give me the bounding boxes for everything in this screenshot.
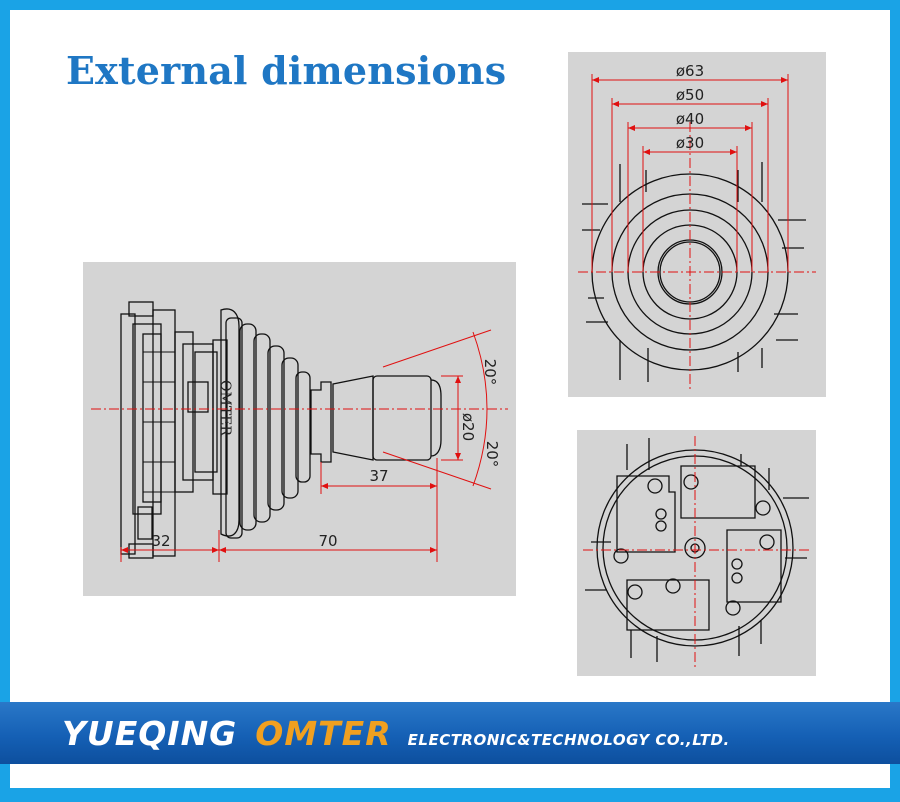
dim-70: 70 — [318, 532, 337, 550]
bottom-view-drawing — [583, 436, 809, 670]
side-view-panel: OMTER — [83, 262, 516, 596]
company-banner: YUEQING OMTER ELECTRONIC&TECHNOLOGY CO.,… — [0, 702, 900, 764]
banner-text: YUEQING OMTER ELECTRONIC&TECHNOLOGY CO.,… — [62, 714, 730, 754]
dim-32: 32 — [151, 532, 170, 550]
top-view-panel: ø63 ø50 ø40 ø30 — [568, 52, 826, 397]
dim-d30: ø30 — [676, 134, 704, 152]
dim-d40: ø40 — [676, 110, 704, 128]
dim-37: 37 — [369, 467, 388, 485]
side-view-drawing: OMTER — [91, 301, 508, 562]
dim-d63: ø63 — [676, 62, 704, 80]
angle-bottom: 20° — [483, 441, 501, 468]
bottom-view-panel — [577, 430, 816, 676]
page-title: External dimensions — [66, 48, 507, 93]
dim-d50: ø50 — [676, 86, 704, 104]
bottom-strip — [0, 788, 900, 802]
banner-brand: OMTER — [255, 714, 392, 753]
side-brand-label: OMTER — [217, 380, 233, 436]
dim-diameter-20: ø20 — [459, 413, 477, 441]
banner-tagline: ELECTRONIC&TECHNOLOGY CO.,LTD. — [407, 731, 730, 749]
angle-top: 20° — [481, 359, 499, 386]
banner-company: YUEQING — [62, 714, 238, 753]
top-view-drawing: ø63 ø50 ø40 ø30 — [578, 62, 816, 392]
